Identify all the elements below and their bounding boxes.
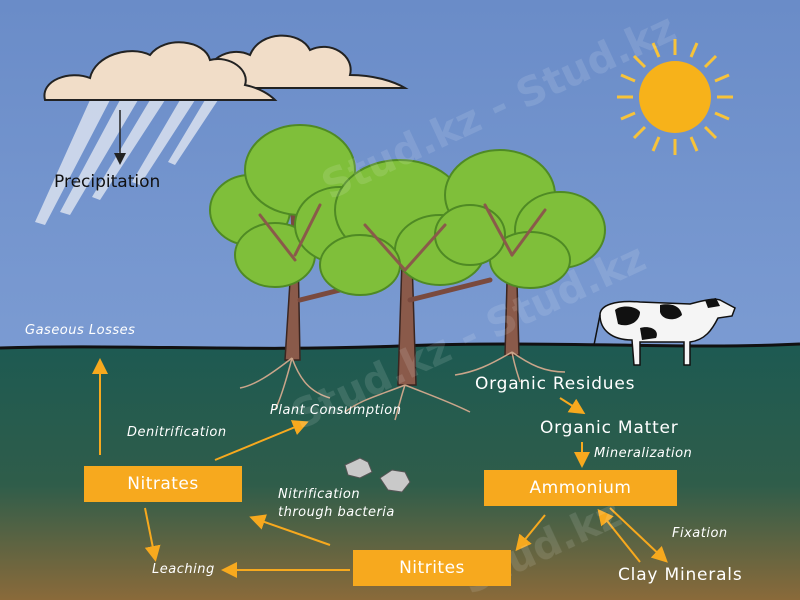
clay-minerals-label: Clay Minerals	[618, 565, 743, 585]
cow-icon	[593, 298, 736, 366]
arrow-nitrates-to-leaching	[144, 507, 161, 562]
denitrification-label: Denitrification	[127, 425, 227, 440]
fixation-label: Fixation	[672, 526, 728, 541]
gaseous-losses-label: Gaseous Losses	[25, 323, 136, 338]
plant-consumption-label: Plant Consumption	[270, 403, 402, 418]
tree-branches-over	[258, 203, 547, 272]
bacteria-icon	[344, 457, 411, 493]
rain	[35, 100, 218, 225]
nitrates-box: Nitrates	[84, 466, 242, 502]
organic-residues-label: Organic Residues	[475, 374, 636, 394]
nitrification-label-line1: Nitrification	[278, 487, 361, 502]
arrow-ammonium-to-clay	[609, 507, 668, 563]
arrow-ammonium-to-nitrites	[515, 514, 546, 552]
sun-icon	[617, 39, 733, 155]
arrow-residues-to-matter	[559, 397, 586, 415]
arrow-clay-to-ammonium	[597, 508, 641, 563]
leaching-label: Leaching	[152, 562, 215, 577]
precipitation-label: Precipitation	[54, 172, 161, 192]
cloud-front	[43, 41, 278, 101]
arrow-nitrites-to-nitrates	[249, 514, 331, 546]
nitrification-label-line2: through bacteria	[278, 505, 395, 520]
ammonium-box: Ammonium	[484, 470, 677, 506]
mineralization-label: Mineralization	[594, 446, 693, 461]
tree-roots	[239, 351, 566, 421]
flow-arrows	[92, 358, 668, 578]
tree-foliage	[209, 124, 606, 296]
organic-matter-label: Organic Matter	[540, 418, 679, 438]
nitrites-box: Nitrites	[353, 550, 511, 586]
cloud-back	[207, 34, 409, 89]
arrow-to-plant-consumption	[214, 420, 309, 461]
